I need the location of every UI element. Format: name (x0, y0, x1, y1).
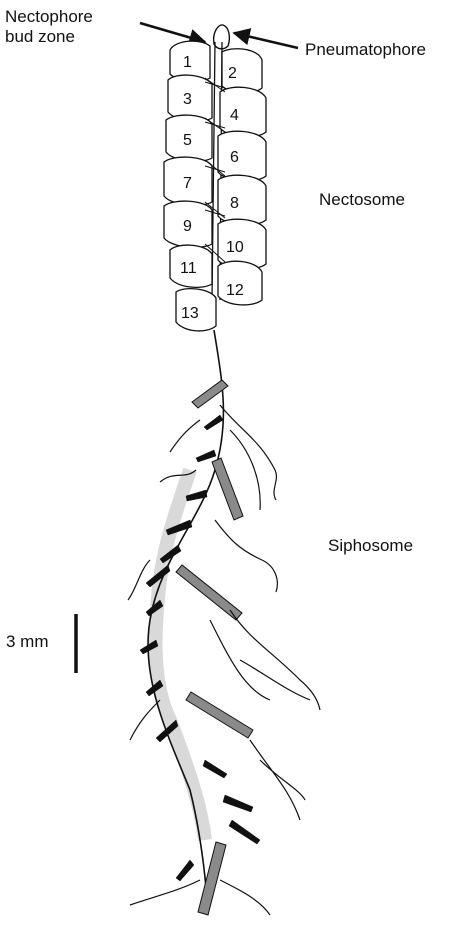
bud-zone-label: Nectophore bud zone (5, 7, 93, 47)
nectophore-number: 7 (183, 175, 192, 192)
siphosome-label: Siphosome (328, 536, 413, 556)
scale-label: 3 mm (6, 632, 49, 652)
bud-zone-arrow (140, 23, 205, 42)
nectophore-number: 3 (183, 91, 192, 108)
pneumatophore-arrow (234, 33, 298, 48)
nectophore-6 (218, 131, 266, 181)
nectophore-number: 2 (228, 65, 237, 82)
nectosome-label: Nectosome (319, 190, 405, 210)
nectophore-number: 6 (230, 149, 239, 166)
nectophore-number: 9 (183, 218, 192, 235)
nectophore-number: 10 (226, 239, 244, 256)
nectophore-number: 13 (181, 305, 199, 322)
nectophore-4 (220, 87, 266, 137)
nectophore-8 (218, 175, 266, 225)
nectophore-number: 1 (183, 54, 192, 71)
siphosome-group (128, 330, 320, 915)
nectophore-number: 12 (226, 282, 244, 299)
bud-zone-label-line2: bud zone (5, 27, 93, 47)
nectophore-number: 11 (180, 260, 197, 277)
pneumatophore-label: Pneumatophore (305, 40, 426, 60)
nectophore-number: 8 (230, 195, 239, 212)
nectosome-group (164, 41, 266, 331)
bud-zone-label-line1: Nectophore (5, 7, 93, 27)
nectophore-number: 4 (230, 107, 239, 124)
nectophore-number: 5 (183, 132, 192, 149)
